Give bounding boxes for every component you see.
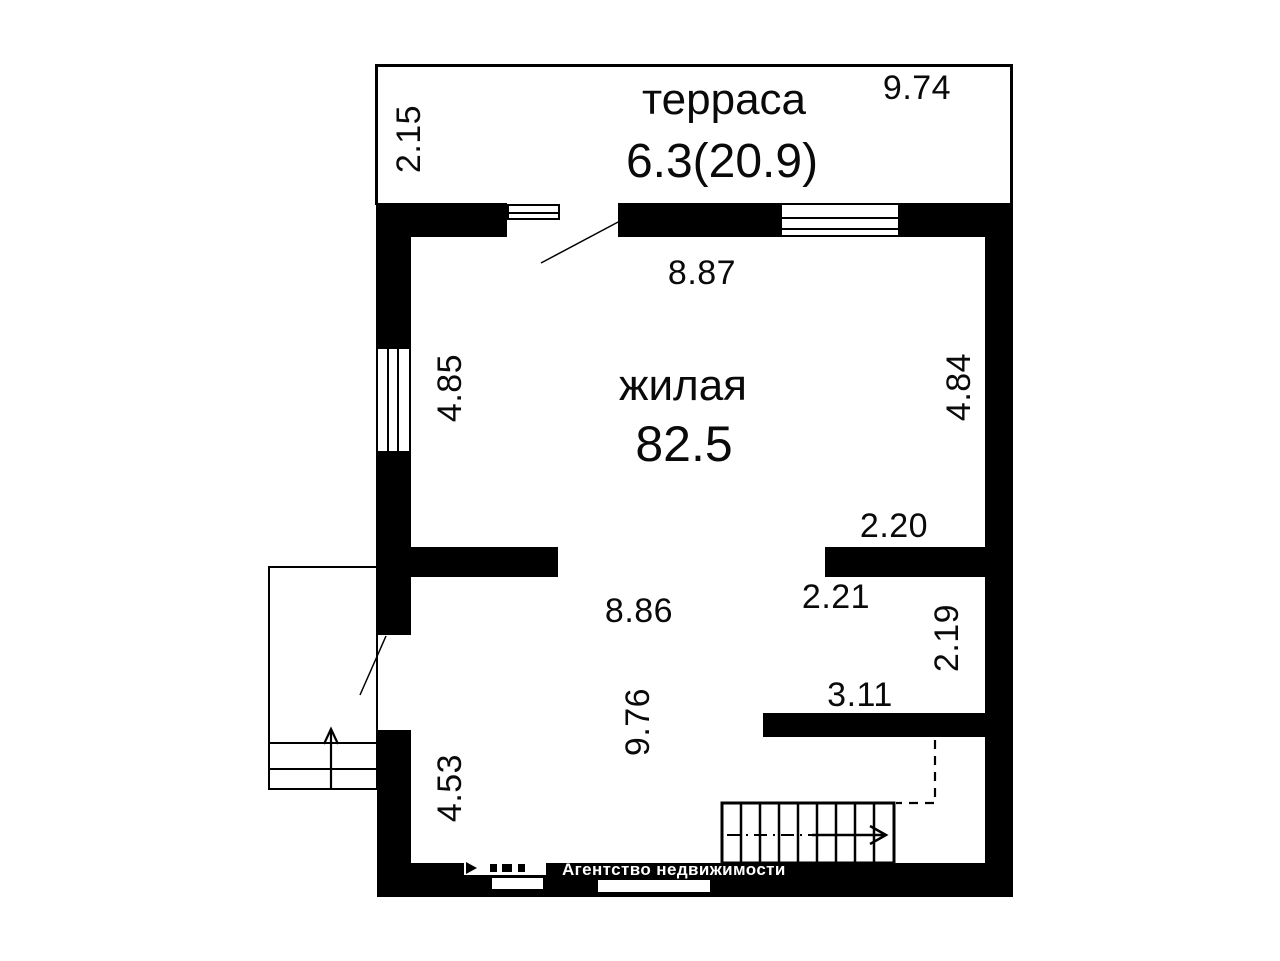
dim-closet-width: 2.20 [859,507,929,545]
watermark-bar [492,878,543,889]
dim-mid-width: 8.86 [604,592,674,630]
dim-top-inner-width: 8.87 [667,254,737,292]
terrace-outline [375,64,1013,205]
agency-watermark-text: Агентство недвижимости [562,860,786,879]
living-room-label: жилая [619,361,747,410]
terrace-label: терраса [641,75,807,124]
dim-terrace-width: 9.74 [882,69,952,107]
stairs [720,801,896,865]
dim-room-depth: 9.76 [619,687,657,757]
terrace-area-value: 6.3(20.9) [625,135,819,188]
wall-left-middle [376,453,411,635]
dim-left-upper: 4.85 [431,353,469,423]
porch-step-line [268,742,378,744]
dim-right-upper: 4.84 [940,352,978,422]
window-left [376,347,411,453]
wall-left-upper [376,203,411,347]
stairs-direction-arrow [727,824,889,846]
dim-closet-inner-width: 2.21 [801,578,871,616]
agency-logo-triangle-icon [466,862,477,874]
agency-logo-mark [502,864,512,872]
wall-partition-left [376,547,558,577]
agency-logo [464,861,546,875]
porch-step-line [268,768,378,770]
porch-outline [268,566,378,790]
wall-top-middle [618,203,780,237]
window-top-small [507,204,560,220]
dim-terrace-depth: 2.15 [390,104,428,174]
watermark-bar [598,880,710,892]
living-room-area-value: 82.5 [635,416,733,472]
terrace-door-swing-line [540,220,621,264]
window-pane-line [509,212,558,214]
dim-left-lower: 4.53 [431,753,469,823]
dim-niche-height: 2.19 [928,603,966,673]
wall-partition-closet [825,547,985,577]
wall-right [985,203,1013,897]
window-pane-line [397,349,399,451]
agency-logo-mark [490,864,497,872]
wall-partition-stairs [763,713,985,737]
agency-logo-mark [518,864,525,872]
window-top-large [780,203,900,237]
window-pane-line [782,217,898,219]
window-pane-line [387,349,389,451]
landing-dashed-line [896,740,937,805]
window-pane-line [782,228,898,230]
dim-stair-opening: 3.11 [827,676,893,714]
